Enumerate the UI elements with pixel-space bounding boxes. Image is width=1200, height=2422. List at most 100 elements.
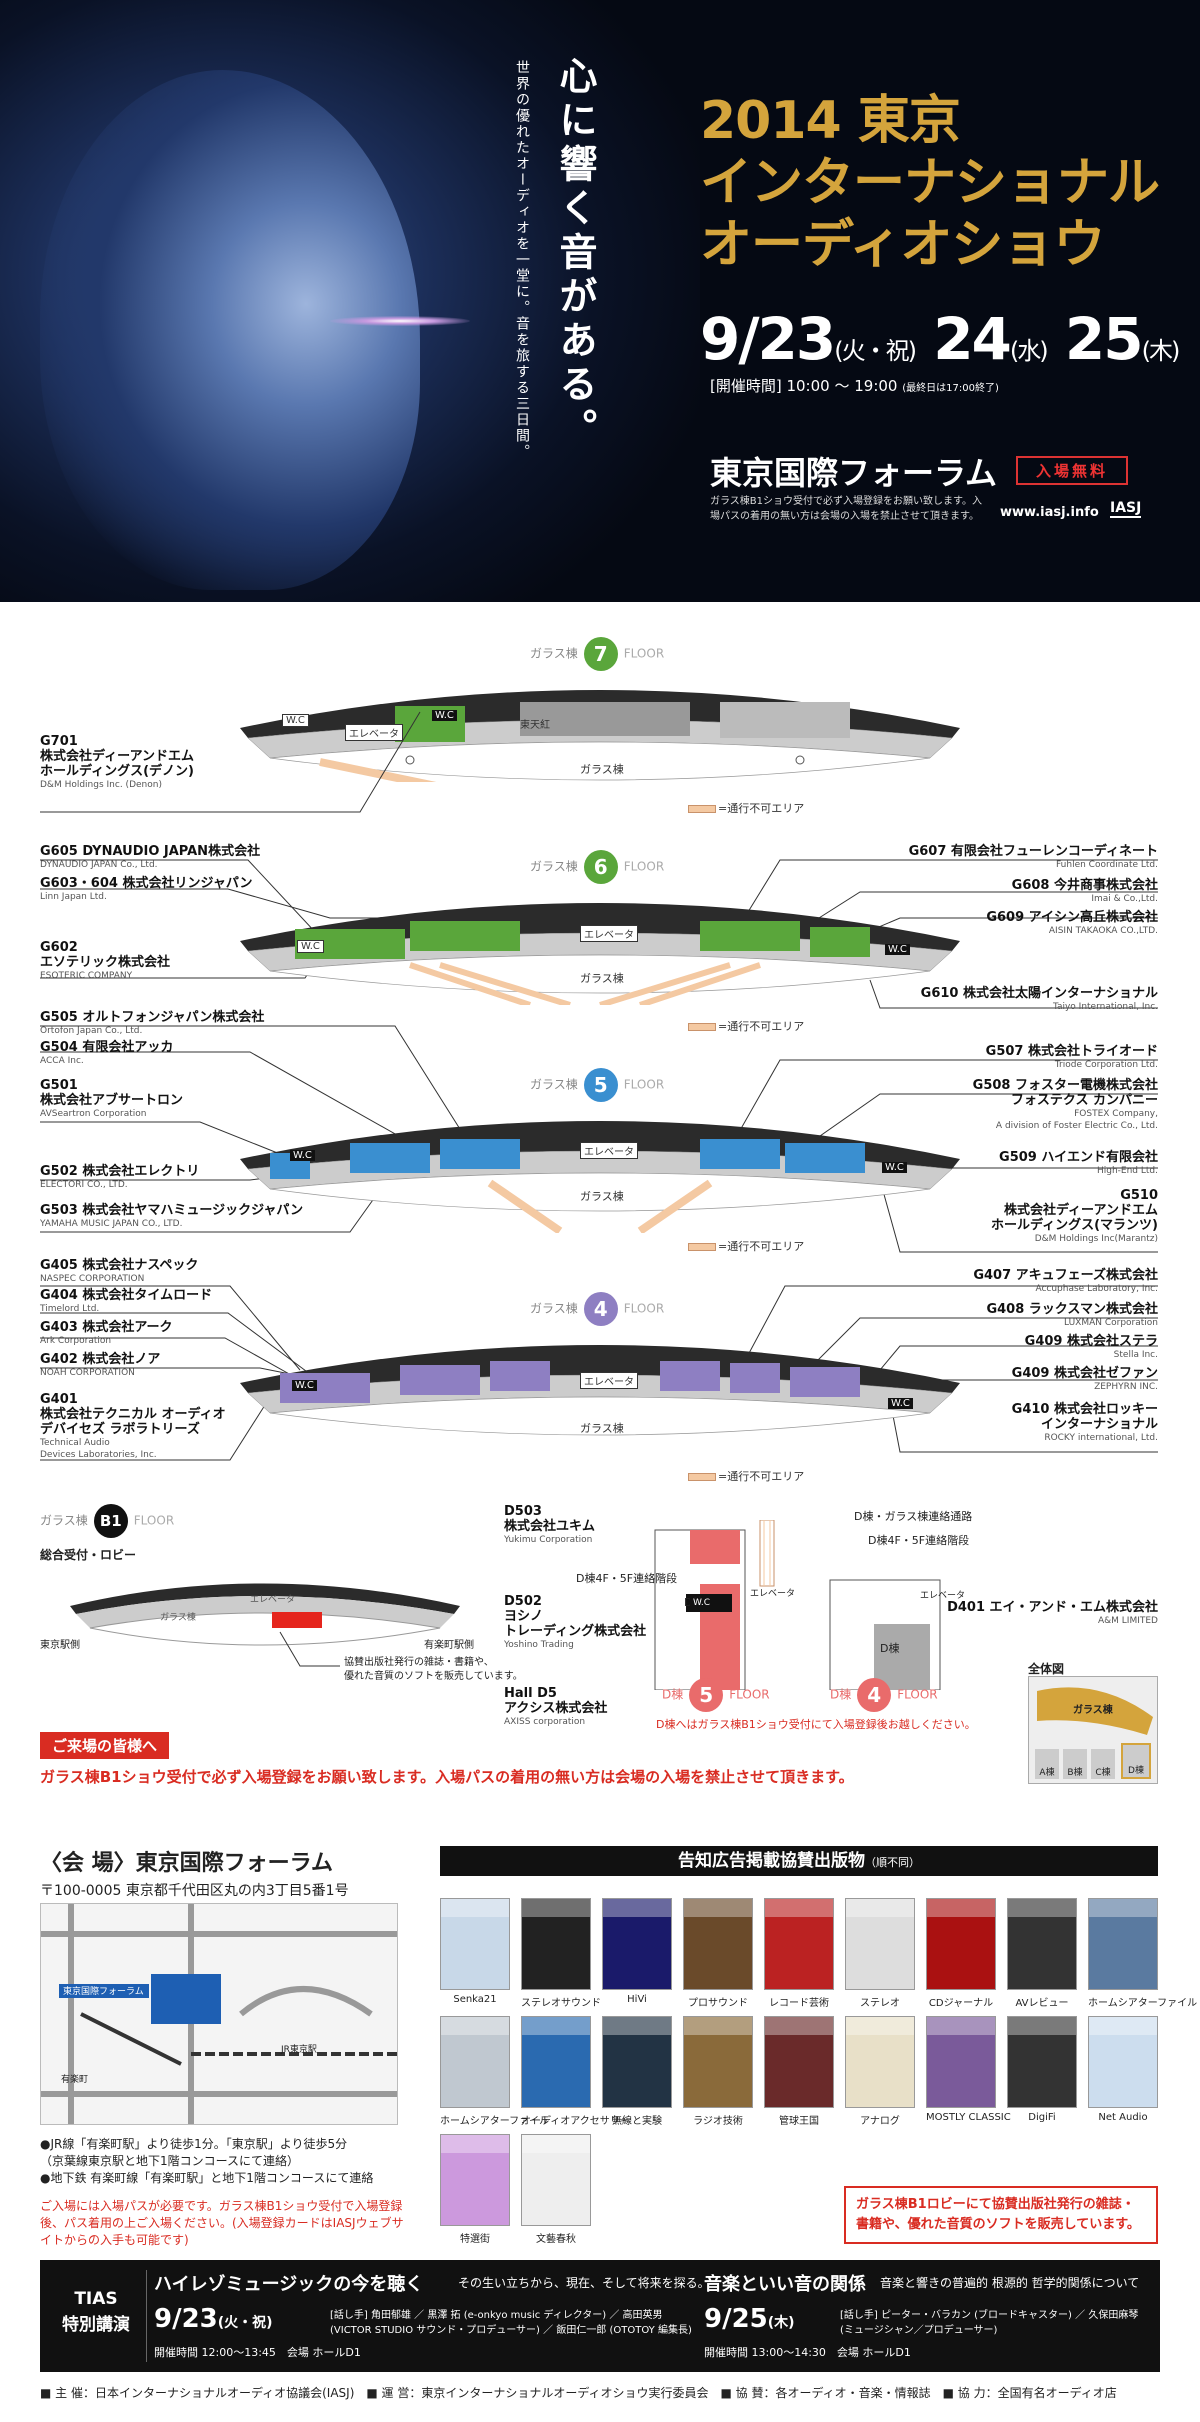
overview-d: D棟 <box>1121 1743 1151 1779</box>
g409-stella-name: G409 株式会社ステラ <box>1024 1334 1158 1349</box>
access-map: 東京国際フォーラム JR東京駅 有楽町 <box>40 1903 398 2125</box>
g602-en: ESOTERIC COMPANY <box>40 971 133 981</box>
lecture1-date-num: 9/23 <box>154 2304 218 2334</box>
g610-en: Taiyo International, Inc. <box>1052 1002 1158 1012</box>
d503-name: D503 株式会社ユキム <box>504 1504 596 1534</box>
g602-name: G602 エソテリック株式会社 <box>40 940 171 970</box>
magazine-item: AVレビュー <box>1007 1898 1077 2009</box>
overview-a: A棟 <box>1035 1749 1059 1779</box>
magazine-cover-band <box>927 1899 995 1917</box>
access-line-2: （京葉線東京駅と地下1階コンコースにて連絡） <box>40 2154 300 2168</box>
d5-elevator: エレベータ <box>750 1589 796 1599</box>
floor7-floor: FLOOR <box>623 646 665 661</box>
g508-en: FOSTEX Company, A division of Foster Ele… <box>995 1109 1158 1131</box>
floor7-tohtenko: 東天紅 <box>520 720 550 731</box>
d4-floor-number: 4 <box>857 1678 892 1712</box>
magazine-caption: ステレオ <box>860 1998 900 2009</box>
magazine-caption: ステレオサウンド <box>521 1998 601 2009</box>
floor4-elevator: エレベータ <box>580 1372 638 1389</box>
magazine-cover-band <box>684 1899 752 1917</box>
g503-en: YAMAHA MUSIC JAPAN CO., LTD. <box>40 1219 183 1229</box>
g405-en: NASPEC CORPORATION <box>40 1274 145 1284</box>
magazine-item: アナログ <box>845 2016 915 2127</box>
g603-en: Linn Japan Ltd. <box>40 892 107 902</box>
magazine-caption: 特選街 <box>460 2234 490 2245</box>
hall-d5-name: Hall D5 アクシス株式会社 <box>504 1686 608 1716</box>
overview-glass: ガラス棟 <box>1073 1705 1113 1716</box>
tias-tag-2: 特別講演 <box>62 2315 130 2335</box>
dbuilding-plan <box>654 1520 941 1690</box>
d4-floor-d: D棟 <box>830 1687 852 1702</box>
magazine-caption: ホームシアターファイル <box>440 2116 550 2127</box>
hall-d5-en: AXISS corporation <box>504 1717 586 1727</box>
magazine-caption: レコード芸術 <box>769 1998 829 2009</box>
floor4-number: 4 <box>583 1292 618 1326</box>
floor5-floor: FLOOR <box>623 1077 665 1092</box>
overview-glass-shape <box>1037 1687 1153 1735</box>
lecture1-title: ハイレゾミュージックの今を聴く <box>154 2274 424 2295</box>
g410-name: G410 株式会社ロッキー インターナショナル <box>1011 1402 1158 1432</box>
magazine-cover <box>1007 1898 1077 1990</box>
no-entry-swatch <box>688 1243 716 1251</box>
venue-address: 〒100-0005 東京都千代田区丸の内3丁目5番1号 <box>40 1883 349 1899</box>
g410-en: ROCKY international, Ltd. <box>1044 1433 1158 1443</box>
hero-subcatch: 世界の優れたオーディオを一堂に。音を旅する三日間。 <box>514 60 530 460</box>
tias-tag-1: TIAS <box>74 2289 118 2309</box>
hero-registration-note: ガラス棟B1ショウ受付で必ず入場登録をお願い致します。入場パスの着用の無い方は会… <box>710 496 983 522</box>
access-line-1: ●JR線「有楽町駅」より徒歩1分。「東京駅」より徒歩5分 <box>40 2137 348 2151</box>
magazine-item: ホームシアターファイル <box>440 2016 550 2127</box>
g605-name: G605 DYNAUDIO JAPAN株式会社 <box>40 844 261 859</box>
g701-en: D&M Holdings Inc. (Denon) <box>40 780 162 790</box>
g507-en: Triode Corporation Ltd. <box>1054 1060 1158 1070</box>
magazine-cover <box>1007 2016 1077 2108</box>
floor4-wc-2: W.C <box>888 1398 913 1409</box>
magazine-item: MOSTLY CLASSIC <box>926 2016 1011 2123</box>
floor5-glass-label: ガラス棟 <box>580 1190 624 1203</box>
no-entry-swatch <box>688 1023 716 1031</box>
lecture1-sub: その生い立ちから、現在、そして将来を探る。 <box>458 2276 710 2290</box>
d503-en: Yukimu Corporation <box>504 1535 593 1545</box>
access-admission-note: ご入場には入場パスが必要です。ガラス棟B1ショウ受付で入場登録後、パス着用の上ご… <box>40 2199 404 2247</box>
g401-name: G401 株式会社テクニカル オーディオ デバイセズ ラボラトリーズ <box>40 1392 226 1437</box>
floor5-number: 5 <box>583 1068 618 1102</box>
website-link[interactable]: www.iasj.info <box>1000 505 1099 520</box>
b1-sales-note: 協賛出版社発行の雑誌・書籍や、 優れた音質のソフトを販売しています。 <box>344 1657 523 1682</box>
d401-en: A&M LIMITED <box>1097 1616 1158 1626</box>
g502-name: G502 株式会社エレクトリ <box>40 1164 200 1179</box>
floor6-wc-1: W.C <box>297 940 324 953</box>
g403-name: G403 株式会社アーク <box>40 1320 173 1335</box>
floor4-legend: =通行不可エリア <box>688 1468 804 1484</box>
magazine-caption: ホームシアターファイル <box>1088 1998 1198 2009</box>
g408-name: G408 ラックスマン株式会社 <box>986 1302 1158 1317</box>
iasj-logo: IASJ <box>1110 500 1142 518</box>
magazine-item: 文藝春秋 <box>521 2134 591 2245</box>
map-yurakucho-label: 有楽町 <box>61 2075 89 2085</box>
title-line-3: オーディオショウ <box>700 215 1105 275</box>
magazine-cover-band <box>846 1899 914 1917</box>
magazine-item: Senka21 <box>440 1898 510 2005</box>
magazine-cover <box>764 1898 834 1990</box>
floor6-elevator: エレベータ <box>580 925 638 942</box>
g607-name: G607 有限会社フューレンコーディネート <box>908 844 1158 859</box>
hero-catchphrase: 心に響く音がある。 <box>553 56 597 452</box>
floor6-legend: =通行不可エリア <box>688 1018 804 1034</box>
magazine-item: DigiFi <box>1007 2016 1077 2123</box>
magazine-cover-band <box>1008 1899 1076 1917</box>
floor4-wc-1: W.C <box>292 1380 317 1391</box>
magazine-caption: 無線と実験 <box>612 2116 662 2127</box>
magazine-item: ホームシアターファイル <box>1088 1898 1198 2009</box>
floor5-glass: ガラス棟 <box>530 1077 578 1092</box>
lecture2-date: 9/25(木) <box>704 2304 795 2334</box>
g605-en: DYNAUDIO JAPAN Co., Ltd. <box>40 860 158 870</box>
